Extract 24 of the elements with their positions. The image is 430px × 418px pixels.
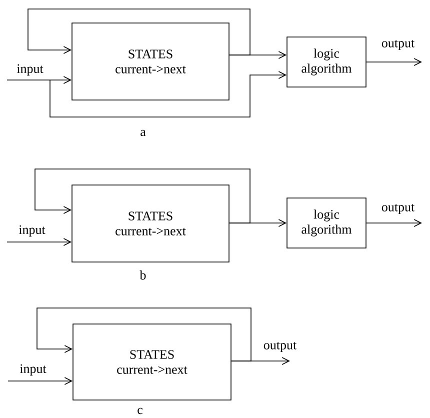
edge-label: output [382, 204, 415, 214]
edge-label: output [382, 40, 415, 50]
arrow [34, 168, 250, 224]
edge-label: output [264, 342, 297, 352]
block-box: logic algorithm [286, 36, 366, 88]
arrow [231, 357, 290, 365]
arrow [229, 219, 287, 227]
arrow [50, 71, 287, 118]
arrow [6, 238, 72, 246]
arrow [36, 308, 252, 362]
arrow [6, 76, 72, 84]
arrow [8, 377, 73, 385]
arrow [229, 51, 287, 59]
block-box: logic algorithm [286, 198, 366, 248]
block-box: STATES current->next [72, 184, 230, 262]
arrow [366, 219, 422, 227]
edge-label: input [20, 364, 46, 376]
edge-label: input [18, 225, 46, 237]
arrow [28, 8, 250, 56]
block-box: STATES current->next [72, 324, 232, 400]
block-box: STATES current->next [72, 22, 230, 100]
arrow [366, 58, 422, 66]
panel-label: a [140, 130, 146, 136]
edge-label: input [16, 64, 44, 76]
